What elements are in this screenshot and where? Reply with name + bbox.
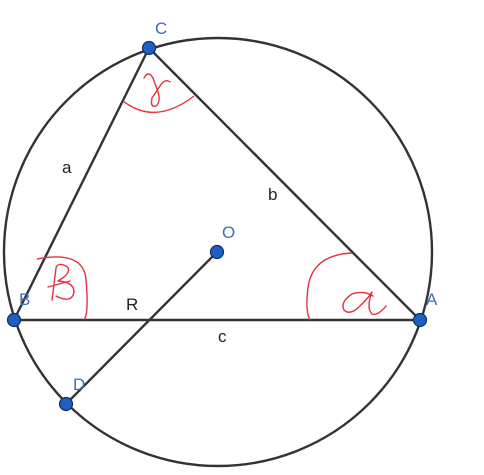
point-B-marker[interactable] (6, 312, 22, 328)
gamma-symbol-icon (143, 73, 171, 108)
point-A-marker[interactable] (412, 312, 428, 328)
radius-R-label: R (126, 295, 138, 314)
point-O-label: O (222, 223, 235, 242)
point-A-label: A (426, 290, 438, 309)
side-b-label: b (268, 185, 277, 204)
side-b-line (148, 47, 421, 321)
angle-alpha-arc (306, 252, 353, 321)
beta-symbol-icon (47, 263, 75, 301)
point-B-label: B (19, 290, 30, 309)
side-a-label: a (62, 158, 72, 177)
point-D-label: D (73, 375, 85, 394)
side-c-label: c (218, 327, 227, 346)
angle-gamma-arc (122, 95, 195, 113)
circumcircle (2, 36, 434, 468)
angle-beta-arc (36, 256, 88, 321)
side-a-line (12, 47, 151, 321)
point-D-marker[interactable] (58, 396, 74, 412)
point-O-marker[interactable] (209, 244, 225, 260)
point-C-label: C (155, 19, 167, 38)
point-C-marker[interactable] (141, 40, 157, 56)
radius-line (65, 251, 218, 405)
alpha-symbol-icon (342, 291, 387, 316)
